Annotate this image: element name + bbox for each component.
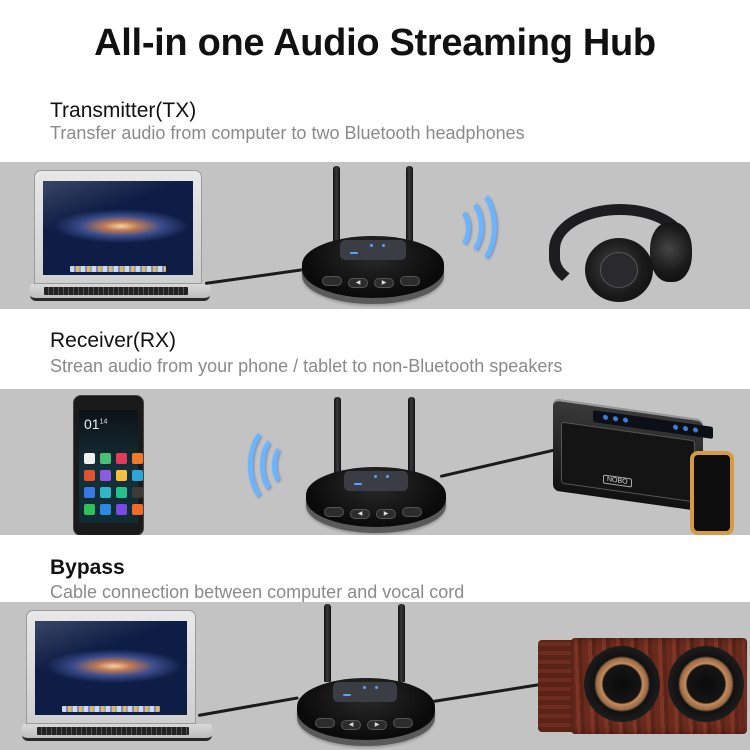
section-title-bypass: Bypass (50, 556, 125, 579)
audio-cable (439, 448, 558, 478)
antenna (408, 397, 415, 477)
antenna (406, 166, 413, 246)
laptop-image (30, 170, 212, 305)
speaker-driver (668, 646, 744, 722)
bluetooth-wave-icon (447, 186, 497, 268)
audio-cable (432, 682, 542, 703)
phone-clock: 01 (84, 416, 100, 432)
receiver-illustration: 0114 ◀ ▶ NOBO (0, 389, 750, 535)
smartphone-image: 0114 (73, 395, 144, 535)
wooden-speaker-image (538, 636, 750, 736)
audio-hub-device: ◀ ▶ (306, 467, 446, 527)
section-desc-bypass: Cable connection between computer and vo… (50, 582, 465, 602)
audio-hub-device: ◀ ▶ (297, 678, 435, 740)
antenna (324, 604, 331, 682)
audio-hub-device: ◀ ▶ (302, 236, 444, 298)
section-desc-transmitter: Transfer audio from computer to two Blue… (50, 123, 525, 143)
bluetooth-wave-icon (248, 423, 302, 507)
antenna (398, 604, 405, 682)
box-speaker-image: NOBO (553, 398, 713, 512)
bypass-illustration: ◀ ▶ (0, 602, 750, 750)
section-desc-receiver: Strean audio from your phone / tablet to… (50, 356, 563, 376)
speaker-end-cap (690, 451, 734, 535)
laptop-image (22, 610, 214, 746)
speaker-driver (584, 646, 660, 722)
antenna (333, 166, 340, 246)
section-title-transmitter: Transmitter(TX) (50, 99, 197, 122)
section-title-receiver: Receiver(RX) (50, 329, 177, 352)
headphones-image (545, 204, 695, 309)
app-icon-grid (84, 453, 143, 515)
page-title: All-in one Audio Streaming Hub (94, 22, 656, 64)
audio-cable (204, 268, 305, 285)
transmitter-illustration: ◀ ▶ (0, 162, 750, 309)
antenna (334, 397, 341, 477)
